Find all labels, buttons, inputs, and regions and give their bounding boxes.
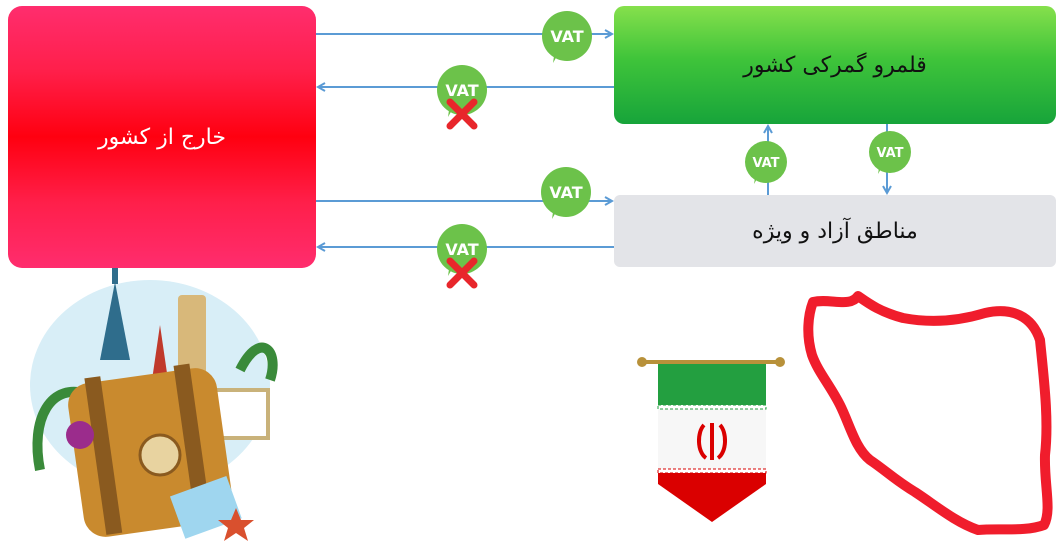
svg-text:VAT: VAT (445, 240, 478, 259)
vat-badge-icon: VAT (542, 11, 592, 63)
svg-text:VAT: VAT (876, 146, 903, 161)
svg-text:VAT: VAT (445, 81, 478, 100)
travel-illustration-icon (30, 268, 278, 541)
iran-flag-icon (637, 357, 785, 522)
vat-badge-icon: VAT (437, 224, 487, 289)
free-zones-label: مناطق آزاد و ویژه (752, 218, 918, 244)
svg-text:VAT: VAT (550, 27, 583, 46)
vat-badge-icon: VAT (437, 65, 487, 130)
cross-icon (446, 98, 478, 130)
free-zones-box: مناطق آزاد و ویژه (614, 195, 1056, 267)
vat-badge-icon: VAT (745, 141, 787, 184)
svg-text:VAT: VAT (549, 183, 582, 202)
customs-territory-label: قلمرو گمرکی کشور (743, 52, 927, 78)
outside-country-box: خارج از کشور (8, 6, 316, 268)
vat-badge-icon: VAT (869, 131, 911, 174)
customs-territory-box: قلمرو گمرکی کشور (614, 6, 1056, 124)
outside-country-label: خارج از کشور (98, 124, 226, 150)
iran-map-outline-icon (803, 291, 1053, 535)
vat-badge-icon: VAT (541, 167, 591, 219)
svg-text:VAT: VAT (752, 156, 779, 171)
cross-icon (446, 257, 478, 289)
